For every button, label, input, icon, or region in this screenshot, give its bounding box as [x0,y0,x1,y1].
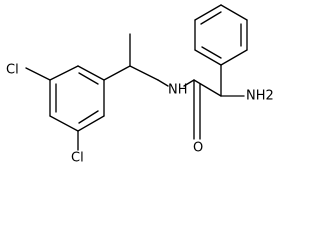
atom-label-amide-n: NH [168,83,188,98]
bond [25,67,51,81]
atom-label-cl-top: Cl [6,63,19,78]
bond [77,115,105,132]
atom-label-layer: Cl Cl NH NH2 O [6,63,274,166]
bond [78,110,99,124]
atom-label-carbonyl-o: O [193,141,203,156]
bond [220,4,248,21]
bond [49,65,79,81]
bond [77,65,105,81]
bond [194,49,222,66]
bond [200,11,222,25]
bond [194,4,222,21]
bond [129,65,159,81]
bond [157,79,169,87]
bond [193,79,222,97]
structure-canvas: Cl Cl NH NH2 O [6,4,274,166]
bond [201,46,222,59]
bond [78,72,99,85]
atom-label-amine: NH2 [246,89,274,104]
bond-layer [25,4,248,151]
atom-label-cl-bottom: Cl [71,151,84,166]
bond [183,79,195,87]
bond [49,115,79,132]
bond [220,49,248,66]
bond [103,65,131,81]
